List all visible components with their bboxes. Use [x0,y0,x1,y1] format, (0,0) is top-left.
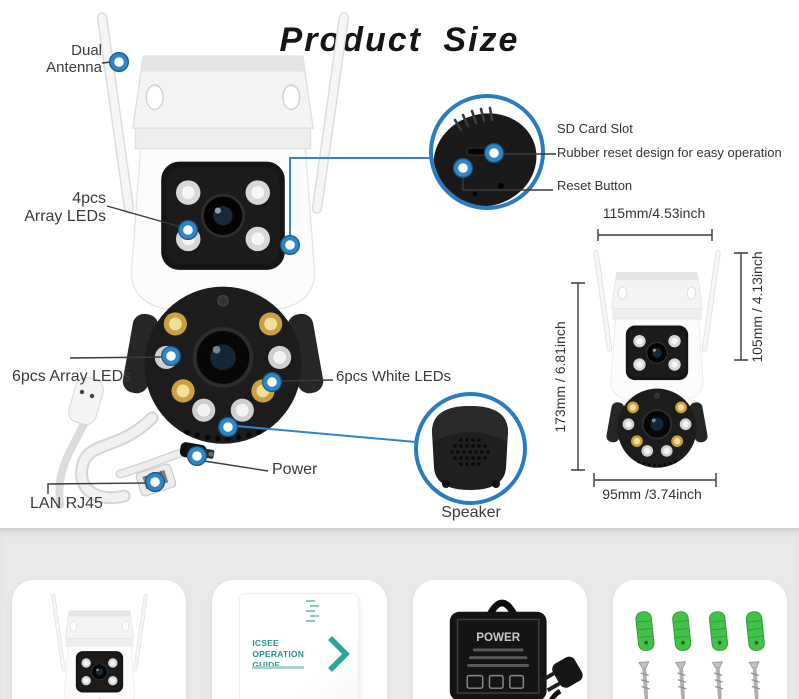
eu-plug [540,656,583,693]
power-adapter-photo: POWER [449,599,583,699]
guide-deco-dash [306,620,316,622]
dim-top-line [597,229,713,241]
screws-anchors-photo [635,611,765,699]
guide-deco-dash [306,610,316,612]
speaker-label: Speaker [441,504,501,521]
array-leds-4-label: 4pcs Array LEDs [24,190,106,225]
dimension-camera-photo [592,245,722,473]
main-camera-photo [94,2,352,454]
lan-label: LAN RJ45 [30,495,103,512]
lan-line [47,482,148,494]
speaker-inset [414,392,527,505]
sd-card-slot-label: SD Card Slot [557,121,633,136]
power-label: Power [272,461,318,478]
speaker-grille [450,438,490,466]
operation-guide: ICSEE OPERATION GUIDE [240,594,359,699]
rubber-reset-label: Rubber reset design for easy operation [557,145,782,160]
sd-slot-inset [429,94,545,210]
product-size-title: Product Size [279,20,520,59]
adapter-label: POWER [476,631,520,644]
certification-marks [465,674,524,689]
packing-card-adapter: POWER [412,580,587,699]
reset-button-label: Reset Button [557,178,633,193]
dim-right-line [734,252,748,361]
packing-card-screws [612,580,787,699]
guide-deco-dash [310,615,320,617]
guide-deco-dash [306,600,316,602]
dual-antenna-label: Dual Antenna [46,42,102,76]
power-line [203,460,269,472]
dim-right-label: 105mm / 4.13inch [749,251,765,363]
chevron-right-icon [328,636,351,672]
packing-card-guide: ICSEE OPERATION GUIDE [212,580,387,699]
anchors-and-screws [635,611,765,699]
dim-top-label: 115mm/4.53inch [602,205,706,221]
white-leds-6-label: 6pcs White LEDs [336,368,452,385]
guide-deco-dash [310,605,320,607]
lan-marker [145,472,165,492]
array-leds-6-label: 6pcs Array LEDs [12,368,132,385]
packing-cards: ICSEE OPERATION GUIDE POWER [12,580,787,699]
dim-bottom-line [593,473,717,487]
dim-left-line [571,282,585,471]
dim-bottom-label: 95mm /3.74inch [602,486,702,502]
dim-left-label: 173mm / 6.81inch [552,321,568,433]
packing-card-camera [12,580,187,699]
guide-title: ICSEE OPERATION GUIDE [252,638,305,670]
packed-camera-photo [50,590,149,699]
guide-subtitle-bar [252,666,305,669]
sd-slot-inset-art [433,106,537,206]
speaker-inset-art [432,406,508,490]
lan-connector [135,463,177,497]
